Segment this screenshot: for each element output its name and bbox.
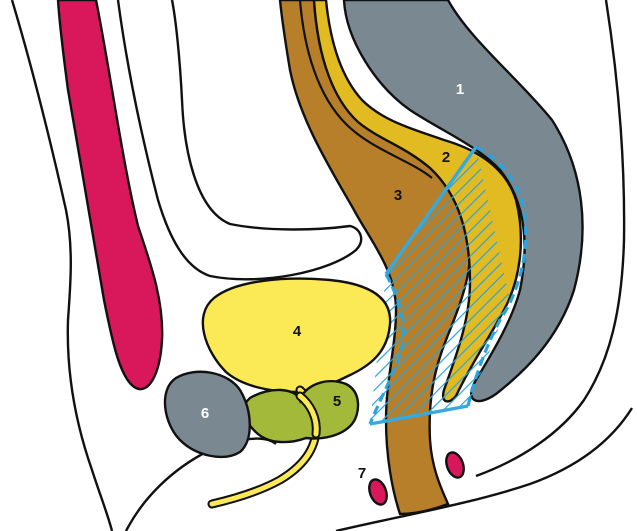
structure-7-right	[443, 450, 467, 480]
label-6: 6	[201, 405, 209, 422]
structure-7-left	[366, 477, 390, 507]
label-4: 4	[293, 323, 302, 340]
label-7: 7	[358, 465, 366, 482]
label-2: 2	[442, 149, 450, 166]
label-1: 1	[456, 81, 464, 98]
buttock-outline	[336, 408, 632, 531]
label-3: 3	[394, 187, 402, 204]
label-5: 5	[333, 393, 341, 410]
crimson-structure	[58, 0, 162, 389]
